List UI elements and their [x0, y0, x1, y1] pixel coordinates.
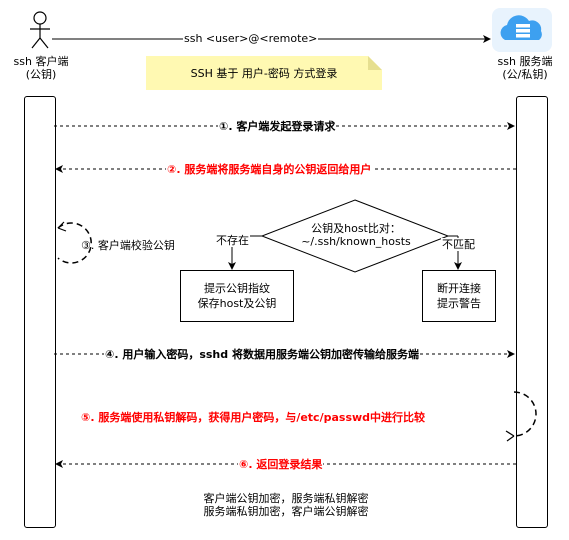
actor-icon	[30, 11, 50, 49]
top-message: ssh <user>@<remote>	[183, 32, 319, 45]
server-lifeline	[516, 96, 548, 528]
step-3-label: ③. 客户端校验公钥	[81, 239, 175, 252]
step-6-label: ⑥. 返回登录结果	[238, 458, 324, 471]
box-disconnect-warning: 断开连接提示警告	[422, 270, 496, 322]
note-box: SSH 基于 用户-密码 方式登录	[146, 56, 382, 90]
footer-note: 客户端公钥加密，服务端私钥解密 服务端私钥加密，客户端公钥解密	[203, 492, 369, 518]
decision-text: 公钥及host比对： ~/.ssh/known_hosts	[301, 222, 411, 248]
decision-diamond	[260, 199, 450, 273]
server-label: ssh 服务端 (公/私钥)	[497, 55, 553, 81]
branch-mismatch-label: 不匹配	[441, 238, 476, 251]
step-1-label: ①. 客户端发起登录请求	[218, 120, 337, 133]
branch-not-exist-label: 不存在	[215, 234, 250, 247]
cloud-server-icon	[492, 8, 552, 52]
step-2-label: ②. 服务端将服务端自身的公钥返回给用户	[166, 163, 373, 176]
client-lifeline	[24, 96, 56, 528]
step-4-label: ④. 用户输入密码，sshd 将数据用服务端公钥加密传输给服务端	[104, 348, 420, 361]
box-show-fingerprint: 提示公钥指纹保存host及公钥	[180, 270, 294, 322]
client-label: ssh 客户端 (公钥)	[13, 55, 69, 81]
step-5-label: ⑤. 服务端使用私钥解码，获得用户密码，与/etc/passwd中进行比较	[81, 411, 426, 424]
